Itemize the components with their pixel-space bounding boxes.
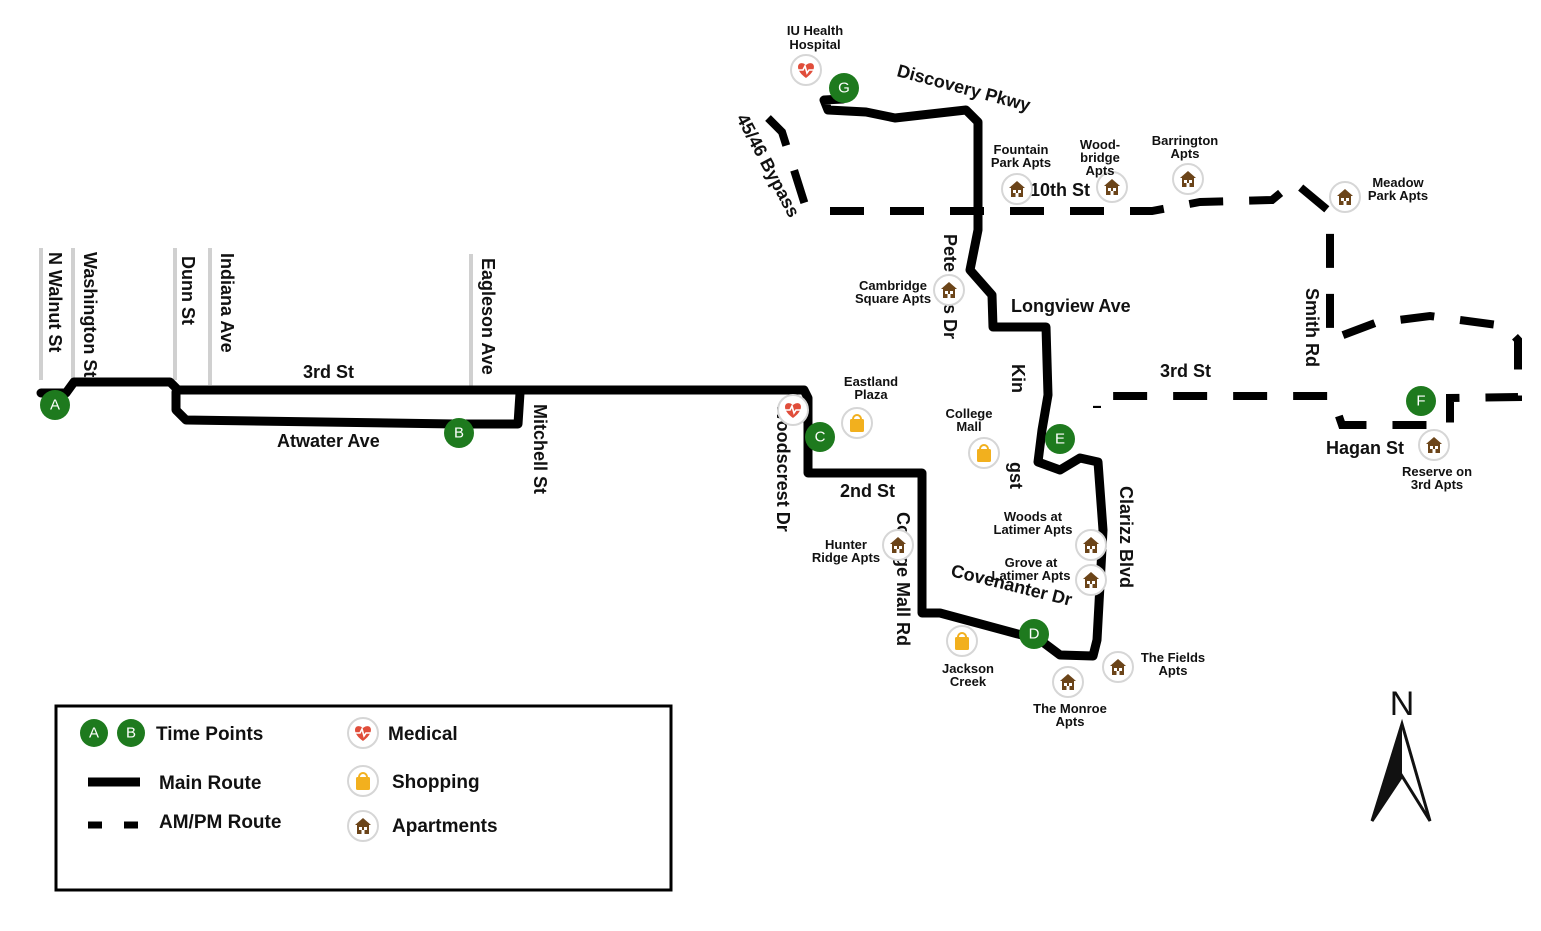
house-icon bbox=[1172, 163, 1204, 195]
house-icon bbox=[1329, 181, 1361, 213]
shopping-bag-icon bbox=[841, 407, 873, 439]
street-kin: Kin bbox=[1008, 364, 1028, 393]
street-hagan: Hagan St bbox=[1326, 438, 1404, 458]
house-icon bbox=[1001, 173, 1033, 205]
medical-icon bbox=[790, 54, 822, 86]
legend-time-points-label: Time Points bbox=[156, 724, 263, 745]
street-smith: Smith Rd bbox=[1302, 288, 1322, 367]
street-mitchell: Mitchell St bbox=[530, 404, 550, 494]
street-10th: 10th St bbox=[1030, 180, 1090, 200]
street-indiana: Indiana Ave bbox=[217, 253, 237, 353]
house-icon bbox=[1075, 529, 1107, 561]
time-point-g[interactable]: G bbox=[829, 73, 859, 103]
svg-text:A: A bbox=[89, 725, 99, 742]
time-point-a[interactable]: A bbox=[40, 390, 70, 420]
time-point-d[interactable]: D bbox=[1019, 619, 1049, 649]
house-icon bbox=[347, 810, 379, 842]
house-icon bbox=[933, 274, 965, 306]
svg-text:B: B bbox=[126, 725, 136, 742]
shopping-bag-icon bbox=[347, 765, 379, 797]
street-longview: Longview Ave bbox=[1011, 296, 1131, 316]
svg-text:E: E bbox=[1055, 431, 1065, 448]
street-n-walnut: N Walnut St bbox=[45, 252, 65, 352]
legend-time-point-b: B bbox=[117, 719, 145, 747]
svg-text:C: C bbox=[815, 429, 826, 446]
legend-shopping-label: Shopping bbox=[392, 772, 480, 793]
side-streets bbox=[39, 248, 473, 388]
street-3rd-east: 3rd St bbox=[1160, 361, 1211, 381]
street-dunn: Dunn St bbox=[178, 256, 198, 325]
time-point-b[interactable]: B bbox=[444, 418, 474, 448]
street-3rd-west: 3rd St bbox=[303, 362, 354, 382]
north-arrow: N bbox=[1370, 685, 1432, 822]
street-woodscrest: Woodscrest Dr bbox=[773, 404, 793, 532]
north-label: N bbox=[1390, 685, 1415, 723]
street-clarizz: Clarizz Blvd bbox=[1116, 486, 1136, 588]
shopping-bag-icon bbox=[968, 437, 1000, 469]
legend-apartments-label: Apartments bbox=[392, 816, 498, 837]
house-icon bbox=[1052, 666, 1084, 698]
house-icon bbox=[1418, 429, 1450, 461]
legend-time-point-a: A bbox=[80, 719, 108, 747]
ampm-route bbox=[765, 115, 1522, 429]
time-point-e[interactable]: E bbox=[1045, 424, 1075, 454]
time-points: A B C D E F G bbox=[40, 73, 1436, 649]
medical-icon bbox=[777, 394, 809, 426]
street-washington: Washington St bbox=[80, 252, 100, 377]
svg-text:D: D bbox=[1029, 626, 1040, 643]
street-gst: gst bbox=[1006, 462, 1026, 489]
street-eagleson: Eagleson Ave bbox=[478, 258, 498, 375]
main-route bbox=[36, 94, 1108, 661]
street-labels: N Walnut St Washington St Dunn St Indian… bbox=[45, 61, 1404, 646]
svg-text:A: A bbox=[50, 397, 60, 414]
legend-main-route-label: Main Route bbox=[159, 773, 261, 794]
shopping-bag-icon bbox=[946, 625, 978, 657]
street-45-46-bypass: 45/46 Bypass bbox=[732, 110, 803, 220]
heart-pulse-icon bbox=[347, 717, 379, 749]
legend: A B Time Points Main Route AM/PM Route M… bbox=[54, 704, 673, 892]
time-point-c[interactable]: C bbox=[805, 422, 835, 452]
svg-text:F: F bbox=[1416, 393, 1425, 410]
house-icon bbox=[1102, 651, 1134, 683]
legend-ampm-label: AM/PM Route bbox=[159, 812, 281, 833]
house-icon bbox=[882, 529, 914, 561]
street-2nd: 2nd St bbox=[840, 481, 895, 501]
street-atwater: Atwater Ave bbox=[277, 431, 380, 451]
svg-text:G: G bbox=[838, 80, 850, 97]
svg-text:B: B bbox=[454, 425, 464, 442]
house-icon bbox=[1075, 564, 1107, 596]
time-point-f[interactable]: F bbox=[1406, 386, 1436, 416]
legend-medical-label: Medical bbox=[388, 724, 458, 745]
